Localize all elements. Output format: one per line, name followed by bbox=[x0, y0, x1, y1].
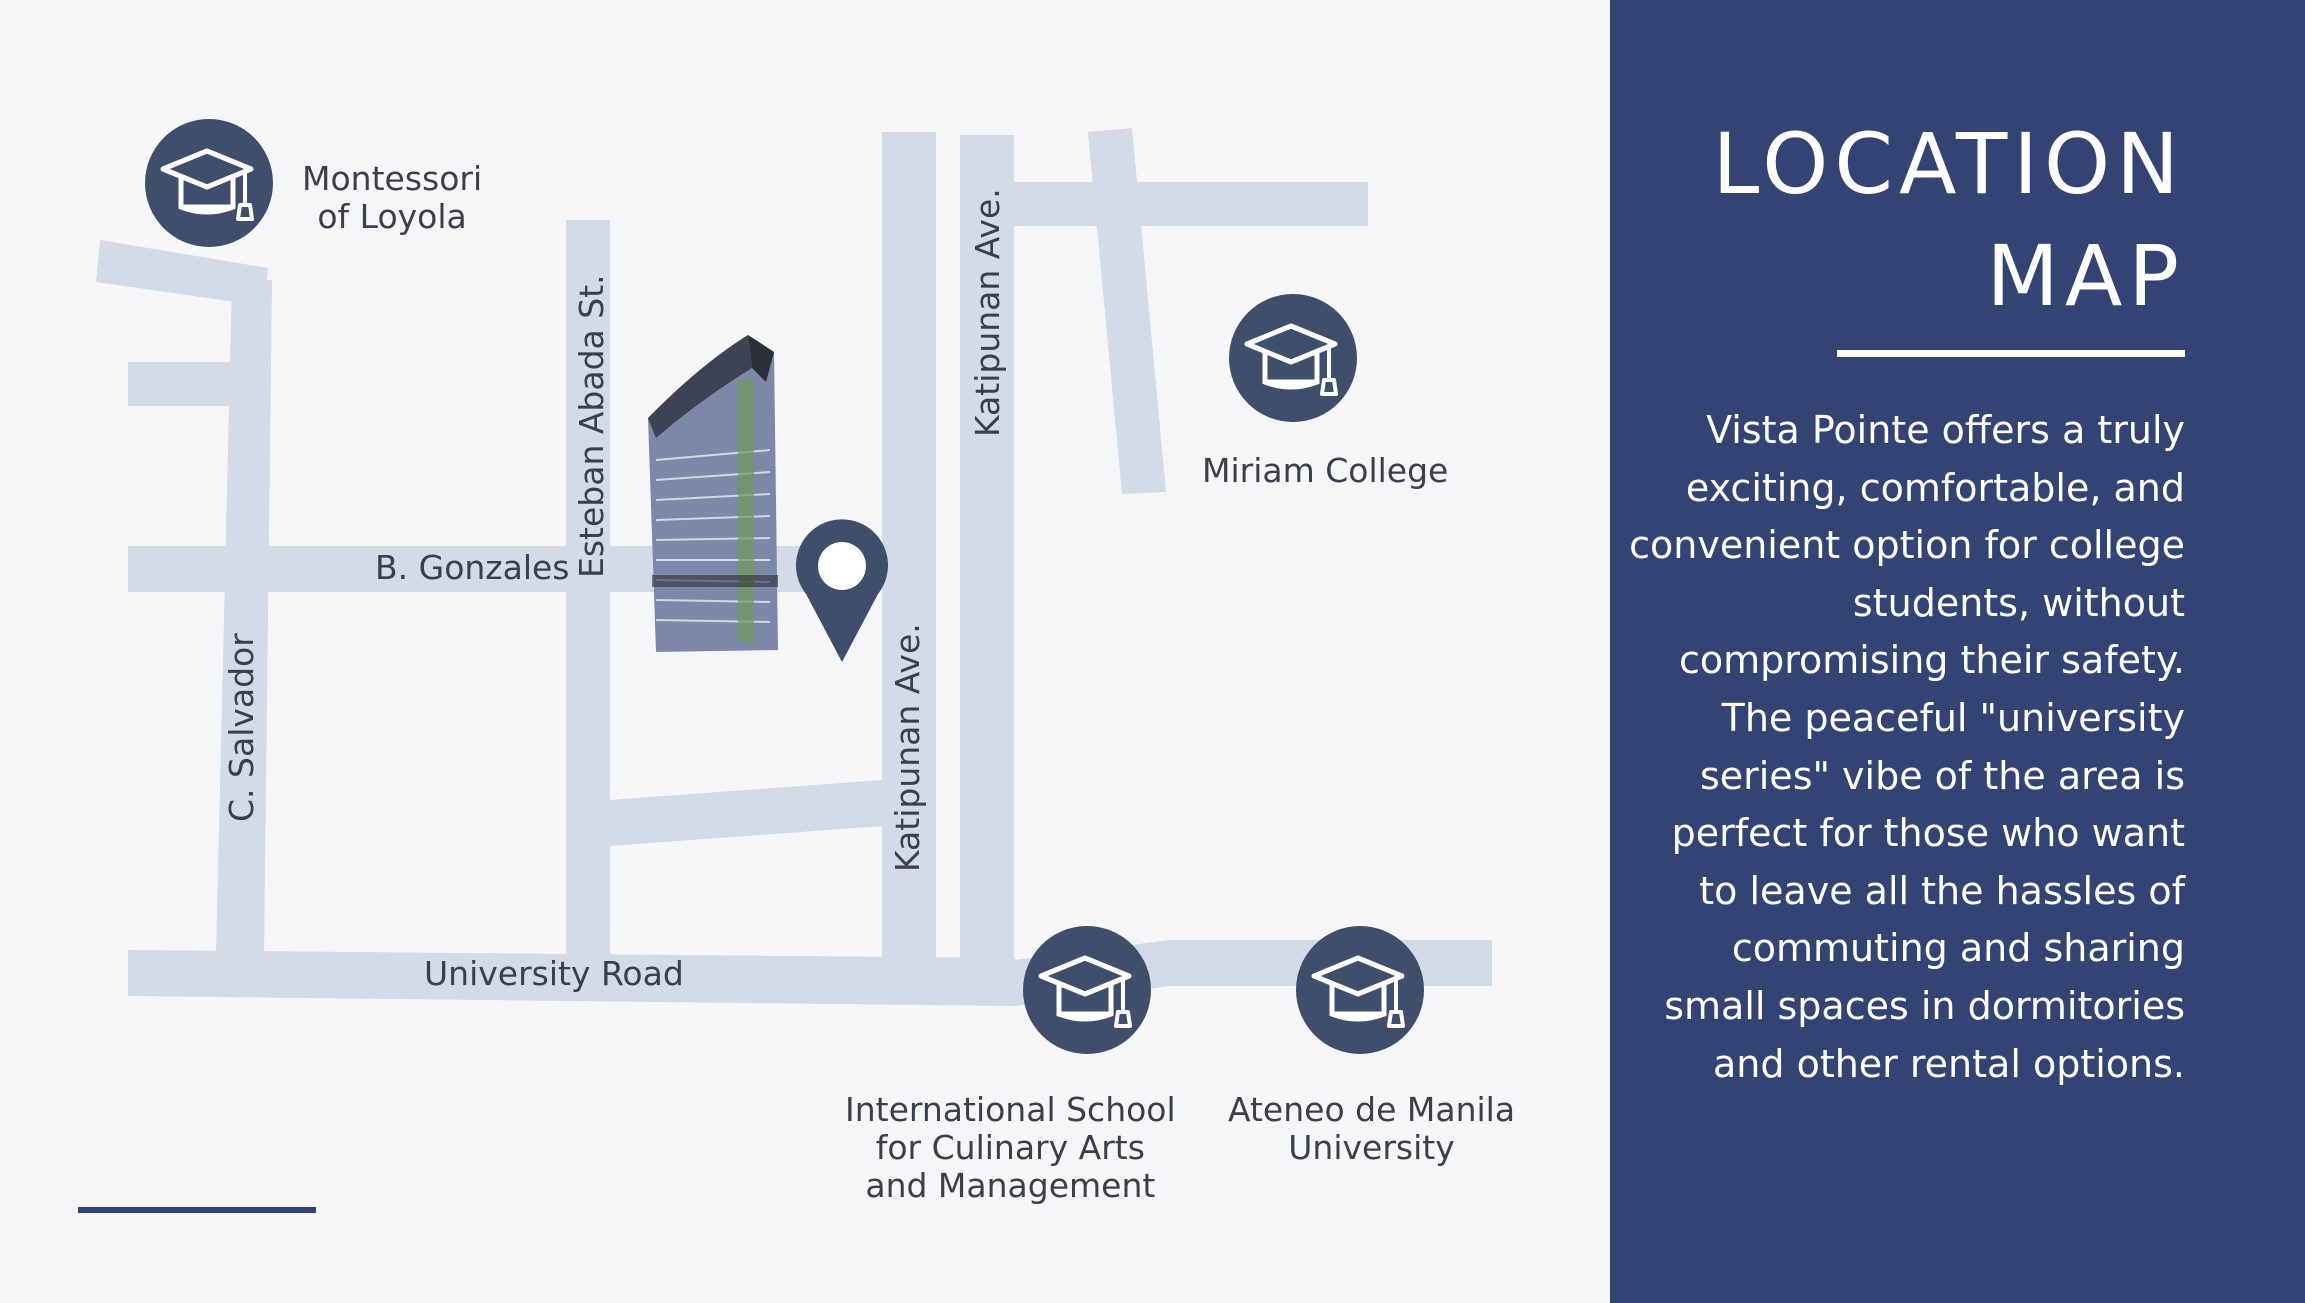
roads bbox=[96, 128, 1492, 1006]
graduation-cap-icon bbox=[145, 119, 273, 247]
map-roads-layer bbox=[96, 0, 1492, 1303]
page-title: LOCATION MAP bbox=[1712, 115, 2185, 325]
location-map: B. Gonzales Esteban Abada St. Katipunan … bbox=[0, 0, 1610, 1303]
info-panel: LOCATION MAP Vista Pointe offers a truly… bbox=[1610, 0, 2305, 1303]
road-katipunan-west-lane bbox=[882, 132, 936, 958]
road-connector bbox=[610, 780, 882, 846]
poi-label-iscam: International School for Culinary Arts a… bbox=[845, 1090, 1176, 1205]
poi-label-montessori: Montessori of Loyola bbox=[302, 159, 483, 236]
street-label-esteban-abada: Esteban Abada St. bbox=[572, 274, 611, 578]
road-top-left bbox=[96, 240, 268, 306]
graduation-cap-icon bbox=[1023, 926, 1151, 1054]
street-label-c-salvador: C. Salvador bbox=[222, 633, 261, 822]
road-katipunan-east-lane bbox=[960, 135, 1014, 958]
street-label-katipunan-upper: Katipunan Ave. bbox=[968, 188, 1007, 437]
title-underline bbox=[1837, 350, 2185, 357]
poi-label-miriam: Miriam College bbox=[1202, 451, 1449, 490]
road-university bbox=[128, 950, 1015, 1006]
graduation-cap-icon bbox=[1296, 926, 1424, 1054]
street-label-katipunan-lower: Katipunan Ave. bbox=[888, 623, 927, 872]
description-text: Vista Pointe offers a truly exciting, co… bbox=[1629, 408, 2185, 1086]
street-label-b-gonzales: B. Gonzales bbox=[375, 548, 570, 587]
footer-rule bbox=[78, 1207, 316, 1213]
road-c-salvador bbox=[216, 280, 272, 955]
location-pin-icon bbox=[796, 519, 889, 662]
road-north-cross bbox=[1010, 182, 1368, 226]
poi-label-ateneo: Ateneo de Manila University bbox=[1228, 1090, 1516, 1167]
graduation-cap-icon bbox=[1229, 294, 1357, 422]
road-spur-west bbox=[128, 362, 240, 406]
road-north-diagonal bbox=[1088, 128, 1166, 494]
street-label-university-road: University Road bbox=[424, 954, 684, 993]
building-image bbox=[648, 335, 778, 652]
road-esteban-abada bbox=[566, 220, 610, 970]
